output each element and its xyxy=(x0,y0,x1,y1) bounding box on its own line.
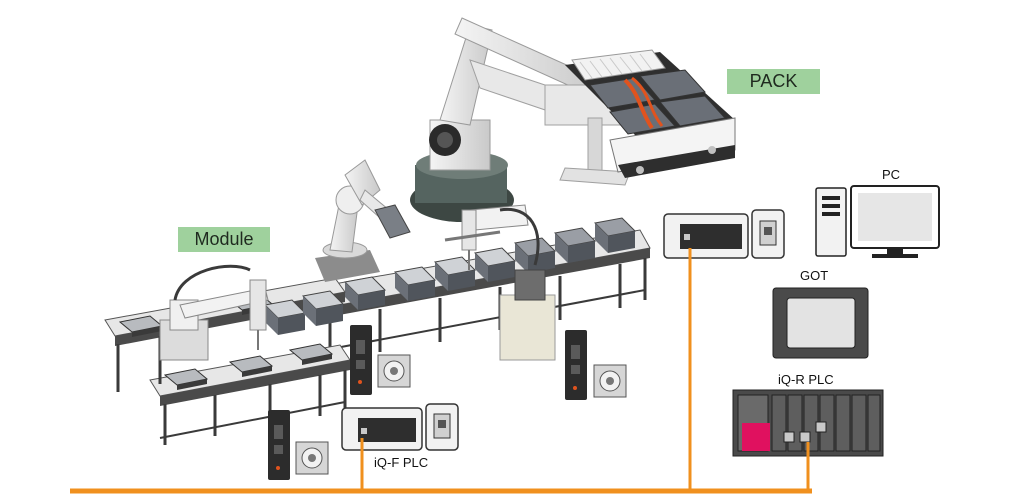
servo-amplifier-2 xyxy=(565,330,587,400)
servo-amplifier-1 xyxy=(350,325,372,395)
pc-monitor xyxy=(850,185,940,258)
battery-pack-illustration xyxy=(565,49,736,178)
plc-device-right xyxy=(663,209,785,259)
module-label: Module xyxy=(178,227,270,252)
got-label: GOT xyxy=(800,268,829,283)
iq-r-plc-rack xyxy=(732,389,884,457)
servo-motor-3 xyxy=(295,441,329,475)
got-display xyxy=(772,287,869,359)
servo-motor-1 xyxy=(377,354,411,388)
iq-f-plc-device xyxy=(341,403,459,451)
pc-label: PC xyxy=(882,167,901,182)
network-lines xyxy=(70,248,812,494)
palletizing-robot xyxy=(410,17,631,222)
articulated-robot xyxy=(315,159,411,282)
iq-f-plc-label: iQ-F PLC xyxy=(374,455,429,470)
iq-r-plc-label: iQ-R PLC xyxy=(778,372,834,387)
pack-label: PACK xyxy=(727,69,820,94)
servo-motor-2 xyxy=(593,364,627,398)
scara-robot-left xyxy=(159,264,269,361)
servo-amplifier-3 xyxy=(268,410,290,480)
scara-robot-right xyxy=(444,204,556,361)
pc-tower xyxy=(815,187,847,257)
module-boxes-back xyxy=(343,217,637,310)
module-trays-front xyxy=(118,290,345,390)
